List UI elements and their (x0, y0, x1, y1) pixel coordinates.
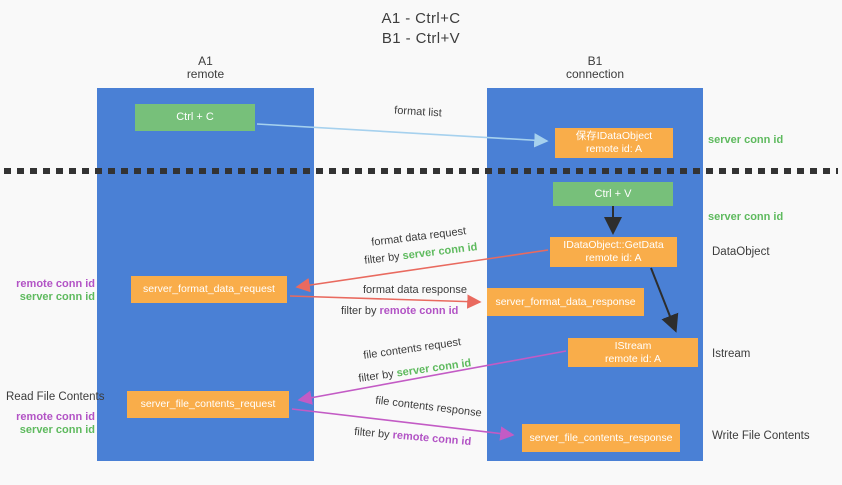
server-file-contents-request-label: server_file_contents_request (140, 398, 276, 410)
getdata-line1: IDataObject::GetData (563, 239, 664, 251)
save-idataobject-line1: 保存IDataObject (575, 130, 653, 142)
ctrl-c-node: Ctrl + C (135, 104, 255, 131)
diagram-title: A1 - Ctrl+C B1 - Ctrl+V (0, 9, 842, 49)
server-conn-id-annotation-top: server conn id (708, 134, 784, 146)
ctrl-v-node: Ctrl + V (553, 182, 673, 206)
istream-node: IStream remote id: A (568, 338, 698, 367)
server-conn-id-annotation: server conn id (19, 423, 95, 436)
idataobject-getdata-node: IDataObject::GetData remote id: A (550, 237, 677, 267)
server-conn-id-annotation: server conn id (19, 290, 95, 303)
server-file-contents-request-node: server_file_contents_request (127, 391, 289, 418)
lane-header-a1: A1 remote (97, 55, 314, 81)
remote-conn-id-key: remote conn id (392, 429, 472, 449)
istream-line1: IStream (614, 339, 652, 352)
server-conn-id-annotation-mid: server conn id (708, 211, 784, 223)
file-contents-response-label: file contents response (374, 394, 483, 420)
lane-header-b1: B1 connection (487, 55, 703, 81)
title-line-a1: A1 - Ctrl+C (381, 10, 461, 27)
istream-line2: remote id: A (604, 352, 662, 365)
mid-left-conn-ids: remote conn id server conn id (10, 278, 95, 303)
file-contents-response-filter-label: filter by remote conn id (354, 426, 472, 448)
filter-by-text: filter by (363, 250, 401, 267)
format-data-response-filter-label: filter by remote conn id (341, 305, 458, 317)
server-format-data-response-node: server_format_data_response (487, 288, 644, 316)
server-format-data-request-node: server_format_data_request (131, 276, 287, 303)
server-file-contents-response-node: server_file_contents_response (522, 424, 680, 452)
istream-annotation: Istream (712, 348, 751, 360)
server-conn-id-key: server conn id (395, 357, 473, 380)
file-contents-request-filter-label: filter by server conn id (358, 357, 472, 385)
server-format-data-response-label: server_format_data_response (495, 295, 636, 308)
title-line-b1: B1 - Ctrl+V (381, 30, 461, 47)
lane-b1-subtitle: connection (565, 67, 625, 81)
file-contents-request-label: file contents request (362, 336, 462, 362)
save-idataobject-line2: remote id: A (585, 143, 643, 155)
format-data-response-arrow (289, 294, 482, 309)
save-idataobject-node: 保存IDataObject remote id: A (555, 128, 673, 158)
read-file-contents-annotation: Read File Contents (6, 391, 105, 403)
getdata-line2: remote id: A (585, 252, 642, 264)
filter-by-text: filter by (353, 425, 391, 441)
format-list-label: format list (393, 104, 443, 120)
filter-by-text: filter by (357, 368, 395, 385)
lane-a1-id: A1 (198, 54, 213, 68)
server-format-data-request-label: server_format_data_request (143, 283, 275, 295)
remote-conn-id-annotation: remote conn id (16, 411, 95, 423)
remote-conn-id-key: remote conn id (379, 305, 459, 317)
remote-conn-id-annotation: remote conn id (16, 278, 95, 290)
write-file-contents-annotation: Write File Contents (712, 430, 810, 442)
filter-by-text: filter by (341, 305, 377, 317)
ctrl-v-label: Ctrl + V (594, 187, 632, 200)
lane-a1-subtitle: remote (186, 67, 225, 81)
server-file-contents-response-label: server_file_contents_response (529, 431, 673, 444)
lane-b1-id: B1 (587, 54, 603, 68)
low-left-conn-ids: remote conn id server conn id (10, 411, 95, 436)
format-data-response-label: format data response (363, 284, 467, 296)
dataobject-annotation: DataObject (712, 246, 770, 258)
server-conn-id-key: server conn id (401, 241, 479, 263)
ctrl-c-label: Ctrl + C (176, 111, 214, 123)
